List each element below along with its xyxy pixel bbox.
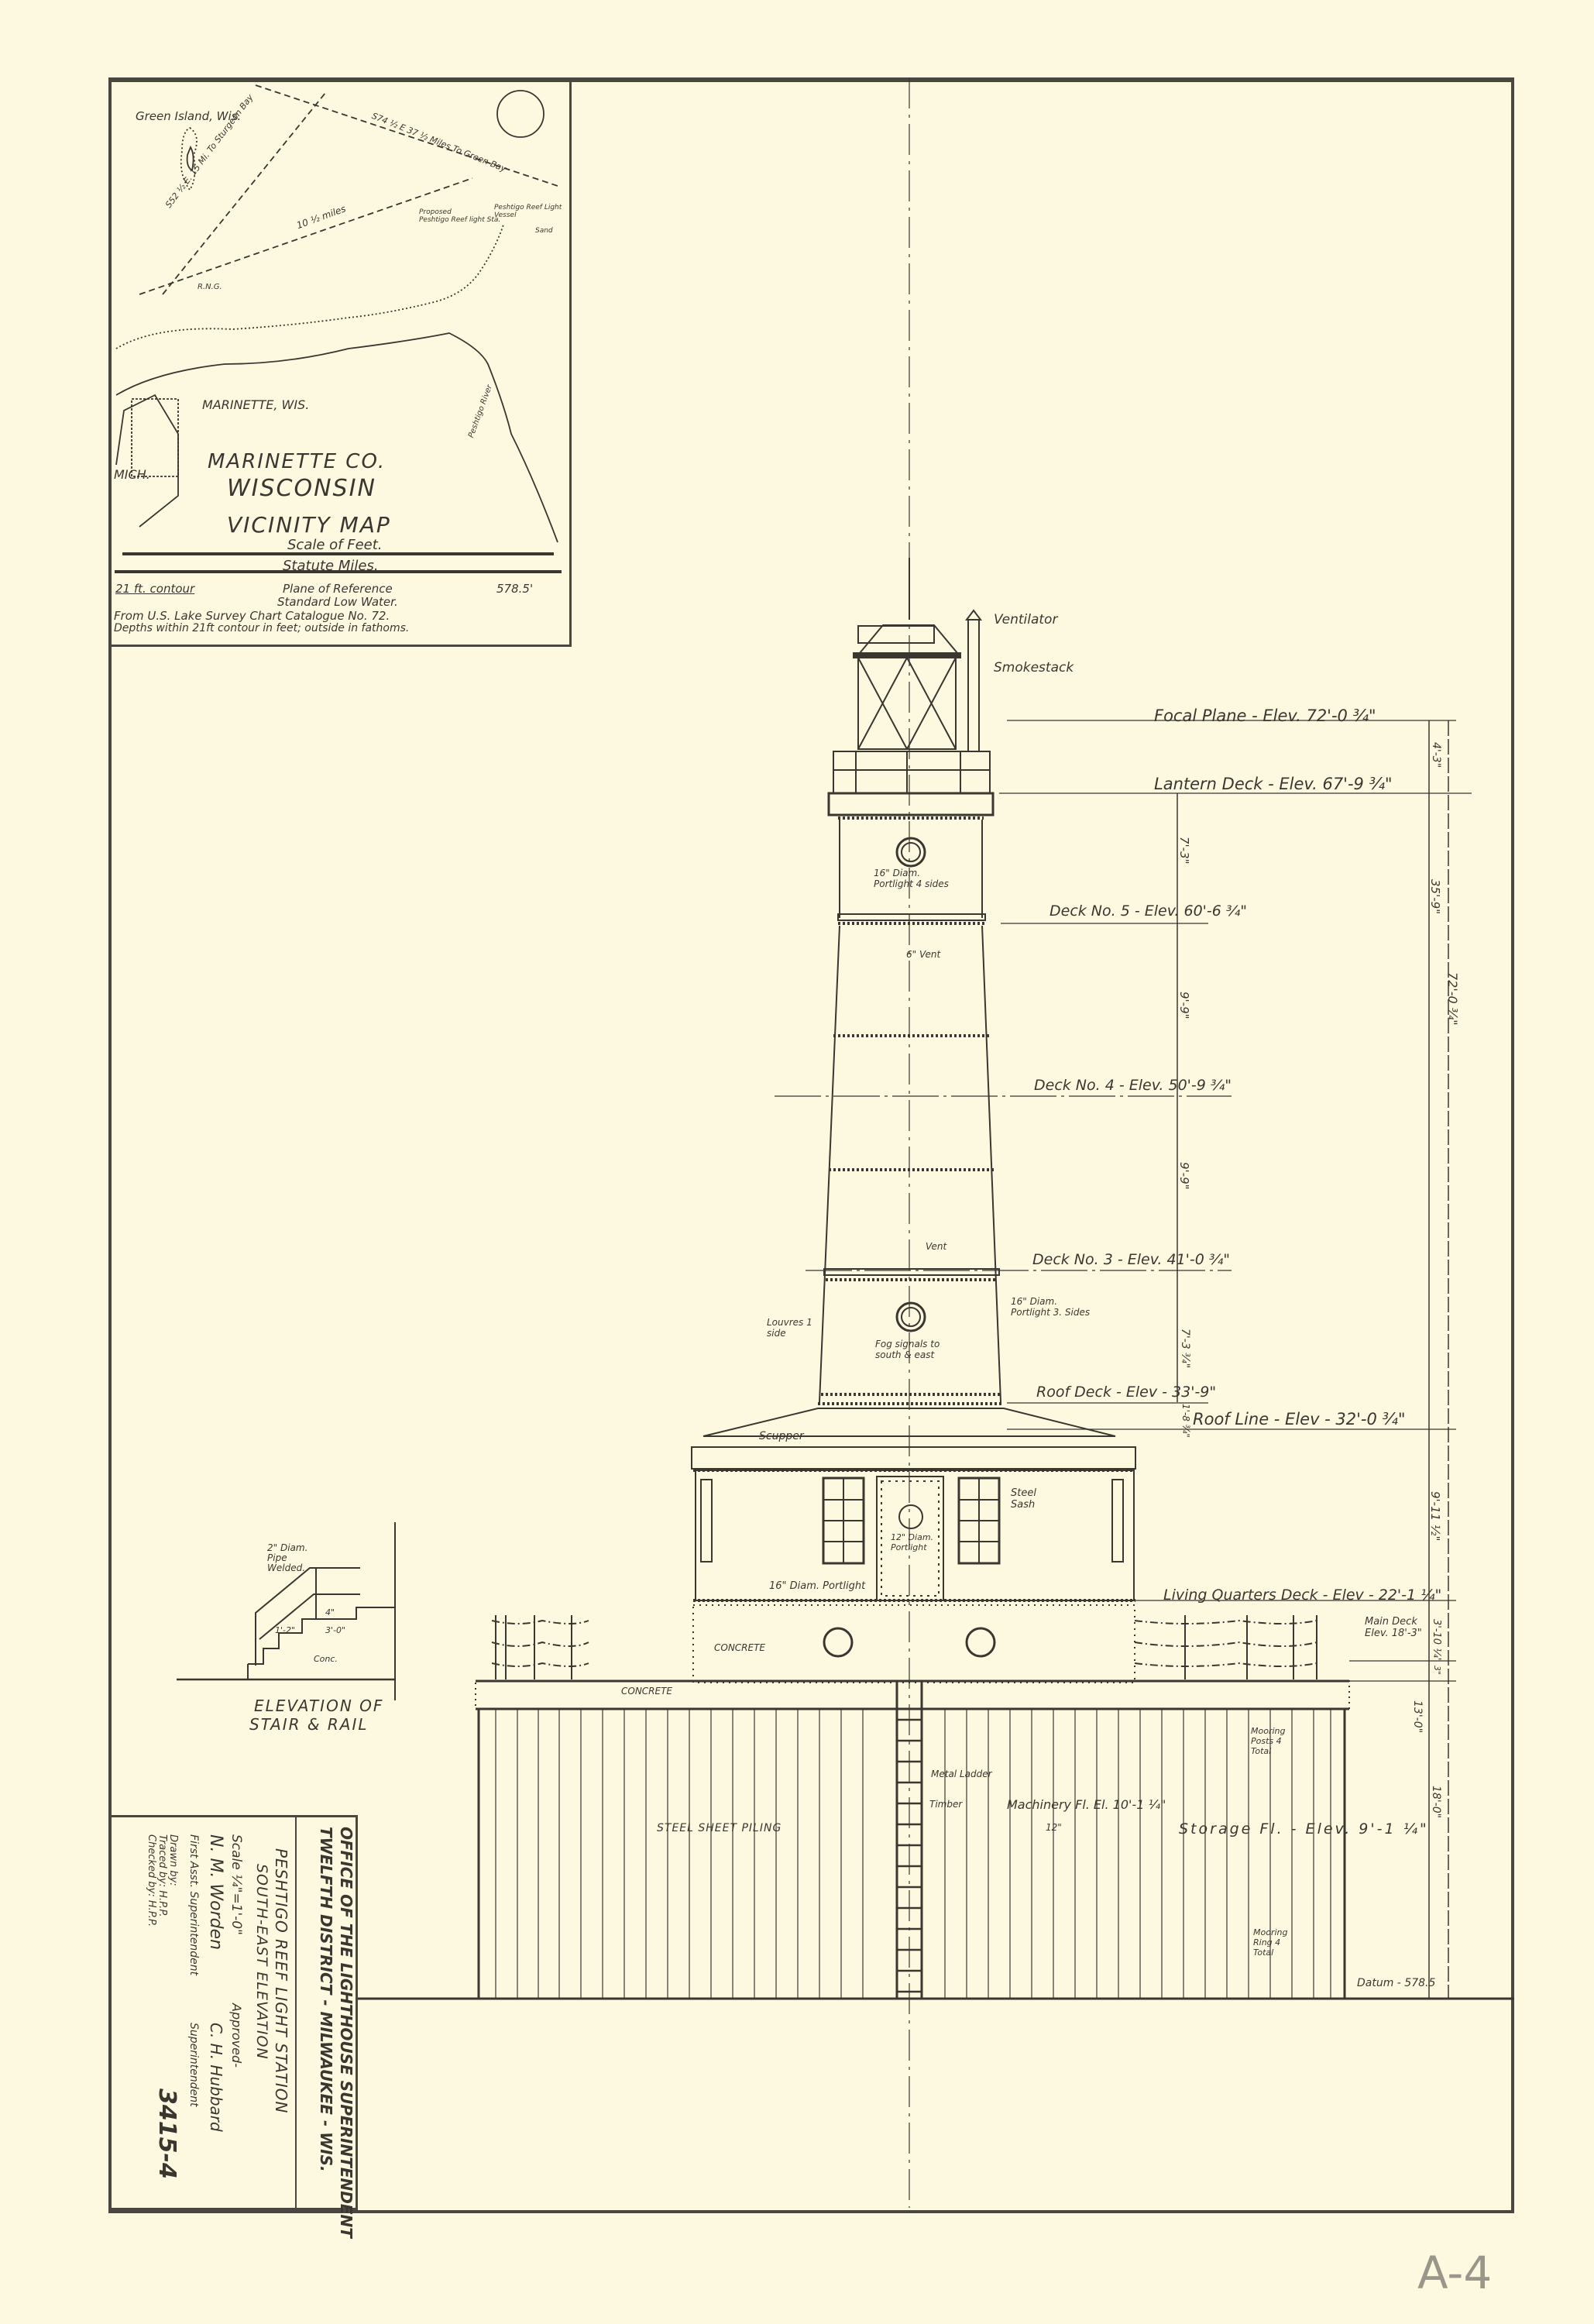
label-concrete-upper: CONCRETE bbox=[714, 1642, 766, 1653]
map-bearing-green-bay: S74 ½ E 37 ½ Miles To Green Bay bbox=[370, 111, 508, 174]
scale-feet-label: Scale of Feet. bbox=[287, 537, 383, 553]
level-main-deck: Main Deck Elev. 18'-3" bbox=[1365, 1616, 1422, 1639]
label-12in: 12" bbox=[1046, 1822, 1062, 1833]
map-label-peshtigo-river: Peshtigo River bbox=[467, 383, 494, 439]
contour-legend: 21 ft. contour bbox=[115, 582, 195, 596]
depth-note: Depths within 21ft contour in feet; outs… bbox=[114, 622, 410, 634]
title-first-asst-label: First Asst. Superintendent bbox=[187, 1834, 200, 1976]
label-portlight-low: 16" Diam. Portlight bbox=[769, 1580, 866, 1592]
vicinity-map: Green Island, Wis. S52 ½ E. 15 Mi. To St… bbox=[108, 77, 572, 647]
sheet-border bbox=[108, 77, 1514, 2213]
scale-miles-label: Statute Miles. bbox=[283, 558, 379, 574]
level-living-quarters: Living Quarters Deck - Elev - 22'-1 ¼" bbox=[1163, 1587, 1442, 1604]
level-machinery-floor: Machinery Fl. El. 10'-1 ¼" bbox=[1007, 1797, 1166, 1812]
title-block-header-panel bbox=[295, 1817, 359, 2208]
map-label-mich: MICH. bbox=[114, 467, 150, 482]
dim-3in: 3" bbox=[1432, 1666, 1442, 1676]
level-storage-floor: Storage Fl. - Elev. 9'-1 ¼" bbox=[1179, 1820, 1429, 1838]
label-steel-sash: Steel Sash bbox=[1011, 1487, 1036, 1511]
dim-35-9: 35'-9" bbox=[1428, 879, 1442, 915]
title-scale: Scale ¼"=1'-0" bbox=[228, 1834, 244, 1935]
title-district: TWELFTH DISTRICT - MILWAUKEE - WIS. bbox=[317, 1827, 335, 2172]
label-scupper: Scupper bbox=[759, 1430, 804, 1442]
dim-9-11-1-2: 9'-11 ½" bbox=[1428, 1491, 1442, 1542]
level-deck-5: Deck No. 5 - Elev. 60'-6 ¾" bbox=[1049, 902, 1248, 920]
stair-conc: Conc. bbox=[314, 1654, 338, 1664]
title-office: OFFICE OF THE LIGHTHOUSE SUPERINTENDENT bbox=[337, 1827, 356, 2238]
title-approved: Approved- bbox=[229, 2003, 244, 2068]
stair-title-line1: ELEVATION OF bbox=[254, 1697, 384, 1715]
dim-9-9-lower: 9'-9" bbox=[1177, 1162, 1191, 1190]
title-drawn-by: Drawn by: bbox=[167, 1834, 179, 1886]
label-mooring-posts: Mooring Posts 4 Total bbox=[1251, 1726, 1286, 1756]
map-rng: R.N.G. bbox=[198, 283, 222, 291]
map-label-green-island: Green Island, Wis. bbox=[136, 109, 242, 123]
source-note: From U.S. Lake Survey Chart Catalogue No… bbox=[114, 609, 390, 623]
label-smokestack: Smokestack bbox=[994, 660, 1074, 676]
sheet-number: A-4 bbox=[1417, 2247, 1493, 2299]
map-title-state: WISCONSIN bbox=[227, 475, 376, 502]
plane-of-reference: Plane of Reference bbox=[283, 582, 393, 596]
title-checked-by: Checked by: H.P.P. bbox=[146, 1834, 157, 1927]
label-timber: Timber bbox=[929, 1799, 963, 1810]
title-superintendent-label: Superintendent bbox=[187, 2023, 200, 2107]
label-fog-signals: Fog signals to south & east bbox=[875, 1339, 940, 1360]
stair-pipe-note: 2" Diam. Pipe Welded. bbox=[267, 1542, 308, 1574]
dim-4-3: 4'-3" bbox=[1430, 742, 1442, 768]
title-view: SOUTH-EAST ELEVATION bbox=[253, 1864, 270, 2060]
plane-of-reference-value: 578.5' bbox=[496, 582, 534, 596]
label-steel-sheet-piling: STEEL SHEET PILING bbox=[657, 1822, 782, 1834]
label-louvres: Louvres 1 side bbox=[767, 1317, 812, 1339]
dim-72-0-3-4: 72'-0 ¾" bbox=[1445, 972, 1460, 1026]
label-vent-lower: Vent bbox=[926, 1241, 947, 1252]
label-vent-upper: 6" Vent bbox=[906, 949, 941, 960]
level-lantern-deck: Lantern Deck - Elev. 67'-9 ¾" bbox=[1154, 775, 1393, 793]
label-mooring-ring: Mooring Ring 4 Total bbox=[1253, 1927, 1288, 1958]
dim-13-0: 13'-0" bbox=[1411, 1700, 1424, 1734]
level-roof-line: Roof Line - Elev - 32'-0 ¾" bbox=[1193, 1410, 1406, 1428]
map-sand: Sand bbox=[535, 227, 553, 235]
level-datum: Datum - 578.5 bbox=[1357, 1977, 1436, 1989]
title-station: PESHTIGO REEF LIGHT STATION bbox=[272, 1848, 290, 2114]
level-deck-4: Deck No. 4 - Elev. 50'-9 ¾" bbox=[1034, 1077, 1232, 1094]
label-portlight-top: 16" Diam. Portlight 4 sides bbox=[874, 868, 949, 889]
dim-9-9-upper: 9'-9" bbox=[1177, 992, 1191, 1019]
label-ventilator: Ventilator bbox=[994, 612, 1058, 627]
dim-1-8-3-4: 1'-8 ¾" bbox=[1180, 1404, 1191, 1438]
map-title-county: MARINETTE CO. bbox=[208, 450, 386, 473]
drawing-number: 3415-4 bbox=[153, 2089, 180, 2179]
stair-dim-4: 4" bbox=[325, 1607, 335, 1618]
signature-superintendent: C. H. Hubbard bbox=[207, 2023, 225, 2132]
signature-first-asst: N. M. Worden bbox=[206, 1834, 225, 1951]
map-distance: 10 ½ miles bbox=[295, 203, 348, 232]
title-block: OFFICE OF THE LIGHTHOUSE SUPERINTENDENT … bbox=[108, 1815, 359, 2238]
title-traced-by: Traced by: H.P.P. bbox=[156, 1834, 168, 1917]
level-focal-plane: Focal Plane - Elev. 72'-0 ¾" bbox=[1154, 706, 1376, 725]
label-door-portlight: 12" Diam. Portlight bbox=[891, 1532, 934, 1552]
map-light-vessel: Peshtigo Reef Light Vessel bbox=[494, 204, 562, 219]
stair-dim-1-2: 1'-2" bbox=[275, 1625, 296, 1635]
dim-7-3-3-4: 7'-3 ¾" bbox=[1179, 1329, 1191, 1369]
stair-dim-3-0: 3'-0" bbox=[325, 1625, 346, 1635]
level-deck-3: Deck No. 3 - Elev. 41'-0 ¾" bbox=[1032, 1251, 1231, 1268]
map-title: VICINITY MAP bbox=[227, 512, 391, 538]
map-label-marinette: MARINETTE, WIS. bbox=[202, 397, 310, 412]
level-roof-deck: Roof Deck - Elev - 33'-9" bbox=[1036, 1384, 1217, 1401]
label-portlight-mid: 16" Diam. Portlight 3. Sides bbox=[1011, 1296, 1091, 1318]
dim-7-3: 7'-3" bbox=[1177, 837, 1191, 865]
dim-18-0: 18'-0" bbox=[1430, 1786, 1442, 1819]
dim-3-10-1-4: 3'-10 ¼" bbox=[1431, 1619, 1442, 1662]
stair-title-line2: STAIR & RAIL bbox=[249, 1715, 369, 1734]
label-metal-ladder: Metal Ladder bbox=[931, 1769, 992, 1779]
standard-low-water: Standard Low Water. bbox=[277, 595, 398, 609]
label-concrete-lower: CONCRETE bbox=[621, 1686, 673, 1697]
